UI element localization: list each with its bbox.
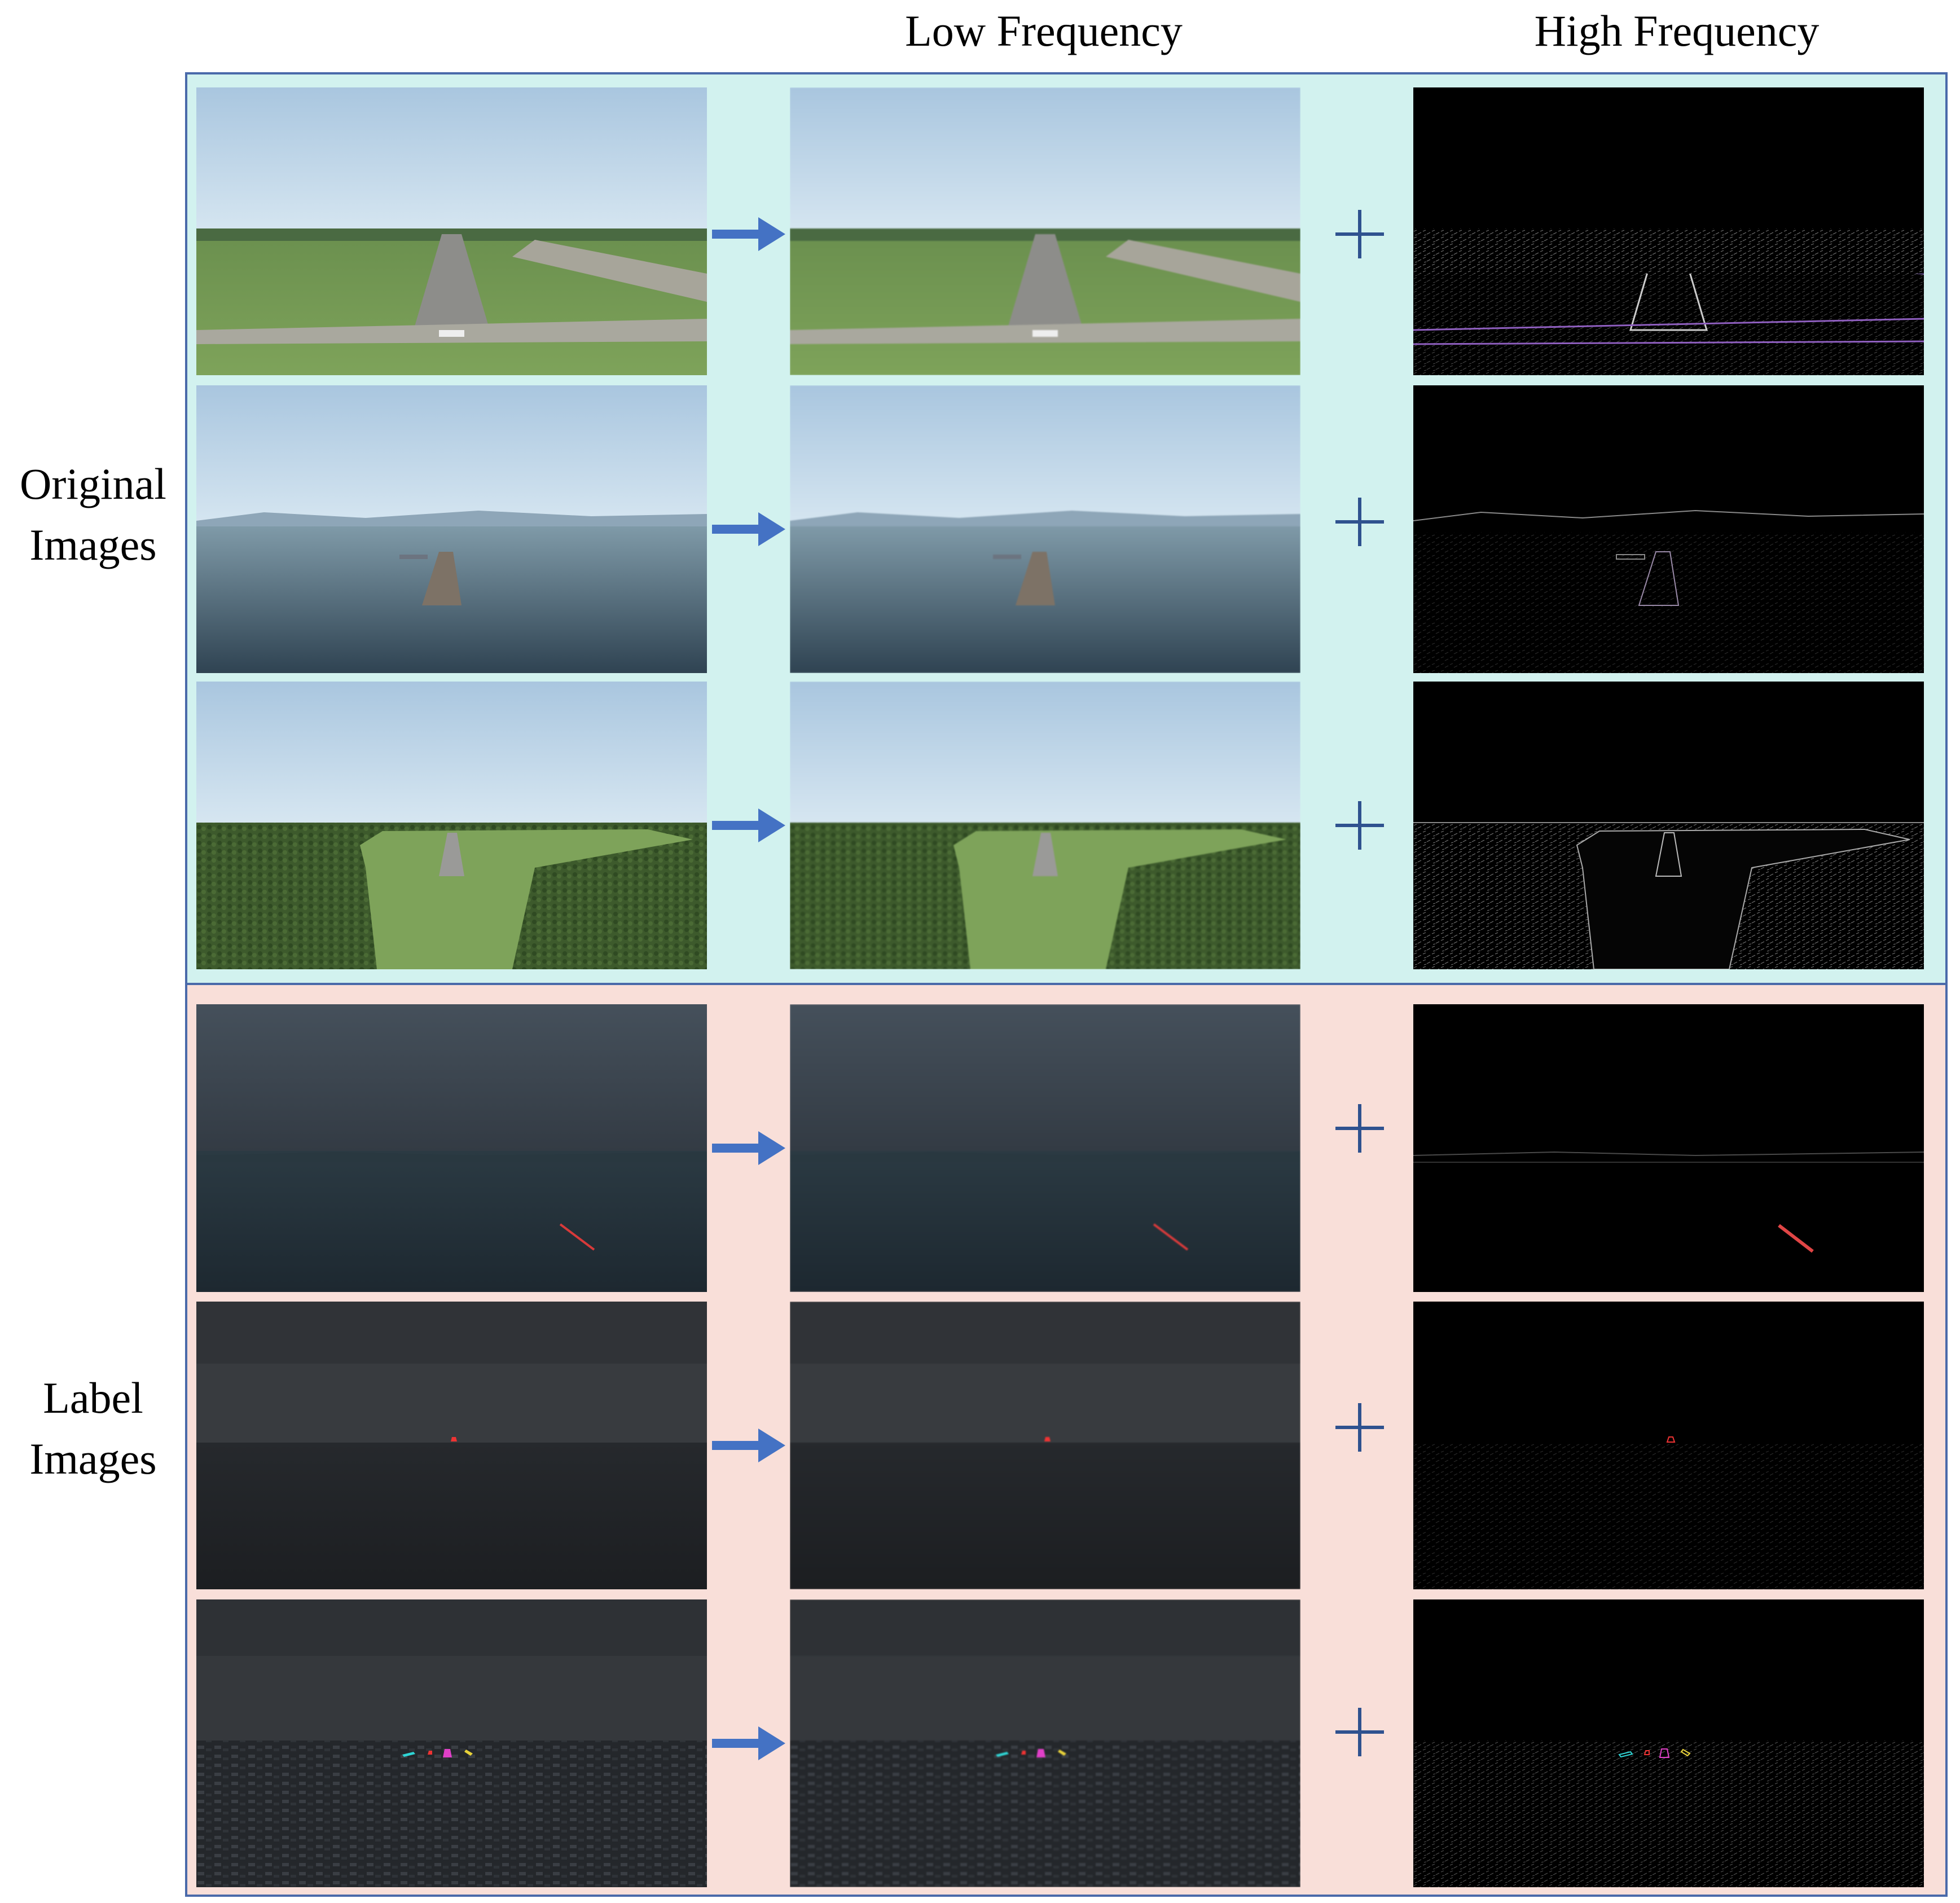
label-image-2: [196, 1302, 707, 1589]
low-frequency-header: Low Frequency: [905, 6, 1183, 55]
original-label-line-2: Images: [29, 520, 157, 569]
label-image-3: [196, 1599, 707, 1887]
original-images-label: Original Images: [0, 454, 186, 575]
original-image-2: [196, 385, 707, 673]
plus-icon: [1335, 1708, 1384, 1756]
original-image-1: [196, 87, 707, 375]
plus-icon: [1335, 210, 1384, 258]
high-frequency-label-image-1: [1413, 1004, 1924, 1292]
plus-icon: [1335, 801, 1384, 850]
low-frequency-label-image-3: [790, 1599, 1300, 1887]
low-frequency-image-1: [790, 87, 1300, 375]
arrow-icon: [712, 217, 785, 251]
plus-icon: [1335, 1403, 1384, 1452]
high-frequency-label-image-2: [1413, 1302, 1924, 1589]
original-image-3: [196, 682, 707, 969]
high-frequency-header: High Frequency: [1534, 6, 1820, 55]
low-frequency-label-image-1: [790, 1004, 1300, 1292]
label-images-label: Label Images: [0, 1368, 186, 1489]
label-label-line-2: Images: [29, 1434, 157, 1483]
high-frequency-image-2: [1413, 385, 1924, 673]
high-frequency-image-1: [1413, 87, 1924, 375]
label-label-line-1: Label: [43, 1373, 143, 1422]
low-frequency-label-image-2: [790, 1302, 1300, 1589]
arrow-icon: [712, 1131, 785, 1165]
label-image-1: [196, 1004, 707, 1292]
arrow-icon: [712, 808, 785, 842]
arrow-icon: [712, 1726, 785, 1760]
arrow-icon: [712, 1429, 785, 1462]
original-label-line-1: Original: [20, 459, 166, 508]
high-frequency-image-3: [1413, 682, 1924, 969]
plus-icon: [1335, 1104, 1384, 1153]
low-frequency-image-3: [790, 682, 1300, 969]
arrow-icon: [712, 512, 785, 546]
high-frequency-label-image-3: [1413, 1599, 1924, 1887]
low-frequency-image-2: [790, 385, 1300, 673]
plus-icon: [1335, 498, 1384, 546]
